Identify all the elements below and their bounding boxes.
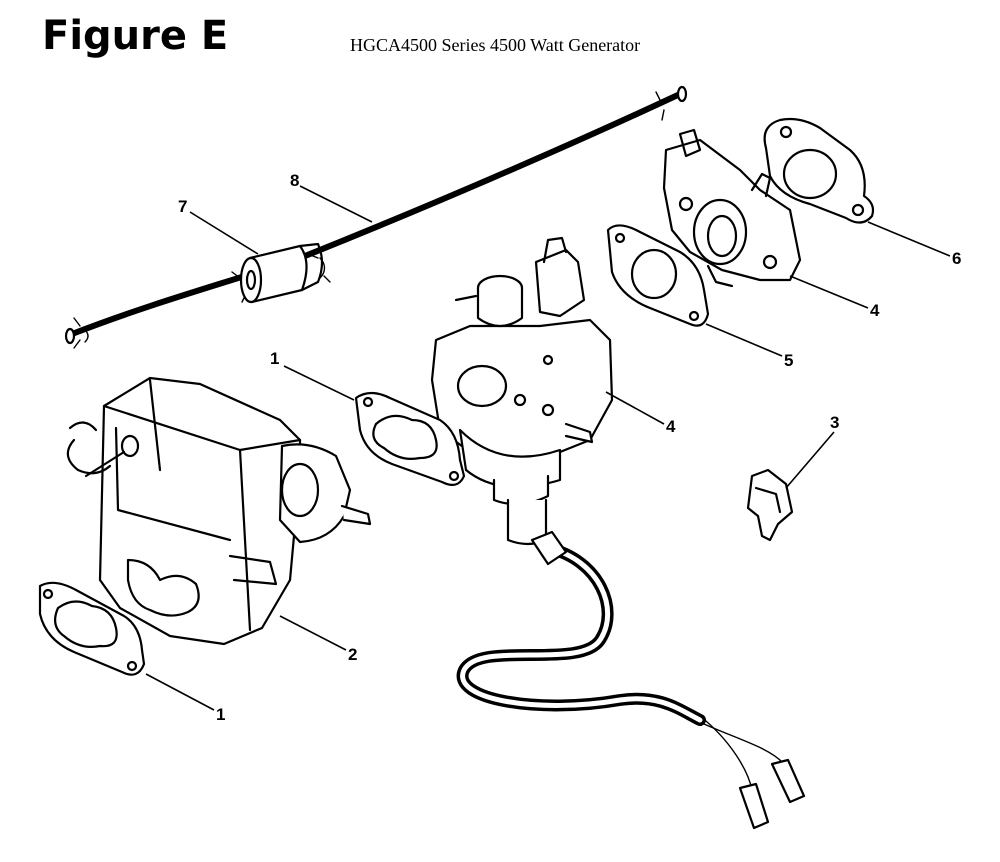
carburetor: [430, 236, 614, 546]
callout-3: 3: [830, 413, 839, 432]
figure-label: Figure E: [42, 13, 229, 59]
carburetor-spacer-upper: [662, 128, 802, 288]
fuel-solenoid-wire: [456, 530, 806, 830]
gasket-upper-right: [763, 117, 875, 224]
callout-4-upper: 4: [870, 301, 880, 320]
retaining-clip: [746, 468, 794, 542]
fuel-line-hose: [64, 85, 688, 349]
gasket-lower-left: [38, 581, 146, 676]
callout-8: 8: [290, 171, 299, 190]
air-cleaner-base: [66, 376, 372, 646]
callout-7: 7: [178, 197, 187, 216]
fuel-filter: [239, 242, 324, 304]
callout-1-lower: 1: [216, 705, 225, 724]
callout-leaders: [145, 185, 951, 711]
gasket-upper-left: [354, 391, 466, 487]
gasket-middle: [606, 224, 710, 327]
callout-1-upper: 1: [270, 349, 279, 368]
diagram-title: HGCA4500 Series 4500 Watt Generator: [350, 35, 641, 55]
callout-6: 6: [952, 249, 961, 268]
callout-4-lower: 4: [666, 417, 676, 436]
callout-5: 5: [784, 351, 793, 370]
callout-2: 2: [348, 645, 357, 664]
